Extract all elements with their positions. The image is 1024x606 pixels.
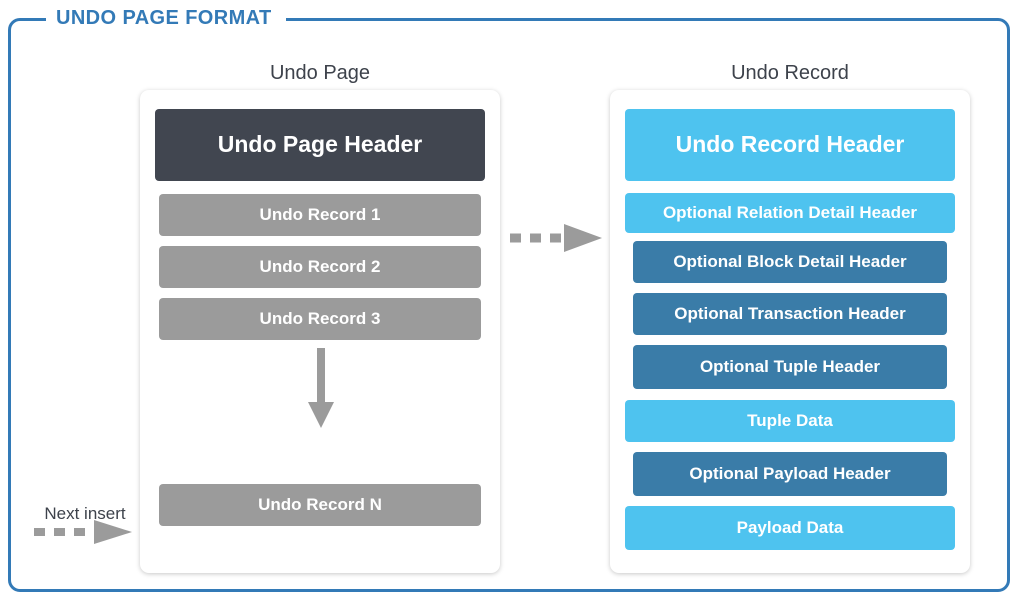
undo-page-header-block: Undo Page Header (155, 109, 485, 181)
optional-relation-detail-header-block: Optional Relation Detail Header (625, 193, 955, 233)
column-label-undo-record: Undo Record (731, 62, 849, 84)
tuple-data-block: Tuple Data (625, 400, 955, 442)
optional-transaction-header-block: Optional Transaction Header (633, 293, 947, 335)
undo-record-panel: Undo Record Header Optional Relation Det… (610, 90, 970, 573)
records-continue-down-arrow-icon (308, 348, 334, 428)
next-insert-label: Next insert (44, 504, 126, 523)
payload-data-block: Payload Data (625, 506, 955, 550)
diagram-title: UNDO PAGE FORMAT (46, 6, 286, 30)
undo-record-n-block: Undo Record N (159, 484, 481, 526)
column-label-undo-page: Undo Page (269, 62, 371, 84)
page-to-record-arrow-icon (510, 224, 602, 252)
next-insert-arrow-icon (34, 520, 132, 544)
undo-record-1-block: Undo Record 1 (159, 194, 481, 236)
optional-payload-header-block: Optional Payload Header (633, 452, 947, 496)
diagram-frame (8, 18, 1010, 592)
optional-block-detail-header-block: Optional Block Detail Header (633, 241, 947, 283)
undo-page-panel: Undo Page Header Undo Record 1 Undo Reco… (140, 90, 500, 573)
optional-tuple-header-block: Optional Tuple Header (633, 345, 947, 389)
undo-record-header-block: Undo Record Header (625, 109, 955, 181)
undo-record-3-block: Undo Record 3 (159, 298, 481, 340)
undo-record-2-block: Undo Record 2 (159, 246, 481, 288)
